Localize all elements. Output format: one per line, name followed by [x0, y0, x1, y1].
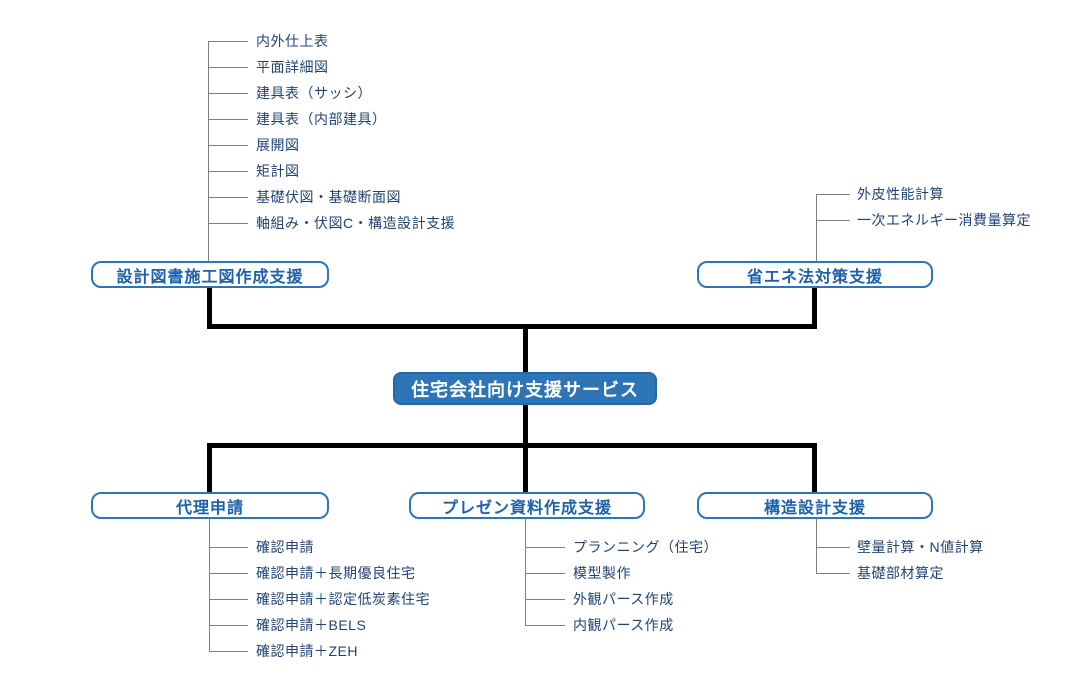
leaf-item: プランニング（住宅）	[573, 539, 718, 555]
leaf-item: 確認申請＋ZEH	[256, 643, 358, 659]
leaf-item: 模型製作	[573, 565, 631, 581]
bracket-line	[816, 194, 817, 261]
bracket-line	[208, 41, 209, 261]
bracket-line	[525, 519, 526, 626]
tick-line	[525, 599, 565, 600]
node-label: 省エネ法対策支援	[746, 268, 883, 286]
tick-line	[208, 223, 248, 224]
node-presentation-support: プレゼン資料作成支援	[409, 492, 645, 519]
connector-root-down	[523, 405, 528, 443]
bracket-line	[816, 519, 817, 574]
tick-line	[209, 599, 248, 600]
leaf-item: 展開図	[256, 137, 300, 153]
connector-top-right-drop	[812, 287, 817, 324]
connector-top-horizontal	[207, 324, 817, 329]
tick-line	[816, 194, 850, 195]
leaf-item: 確認申請＋認定低炭素住宅	[256, 591, 430, 607]
tick-line	[209, 573, 248, 574]
connector-bottom-middle-drop	[523, 448, 528, 492]
tick-line	[208, 119, 248, 120]
leaf-item: 建具表（内部建具）	[256, 111, 387, 127]
tick-line	[208, 197, 248, 198]
leaf-item: 確認申請	[256, 539, 314, 555]
node-label: 設計図書施工図作成支援	[116, 268, 304, 286]
tick-line	[208, 145, 248, 146]
root-label: 住宅会社向け支援サービス	[411, 379, 639, 400]
leaf-item: 内観パース作成	[573, 617, 674, 633]
connector-top-left-drop	[207, 287, 212, 324]
leaf-item: 平面詳細図	[256, 59, 329, 75]
leaf-item: 内外仕上表	[256, 33, 329, 49]
leaf-item: 矩計図	[256, 163, 300, 179]
leaf-item: 基礎伏図・基礎断面図	[256, 189, 401, 205]
node-label: 構造設計支援	[763, 499, 866, 517]
leaf-item: 外観パース作成	[573, 591, 674, 607]
leaf-item: 軸組み・伏図C・構造設計支援	[256, 215, 456, 231]
node-label: プレゼン資料作成支援	[441, 499, 612, 517]
node-proxy-application: 代理申請	[91, 492, 329, 519]
tick-line	[816, 547, 850, 548]
connector-bottom-right-drop	[812, 448, 817, 492]
node-structural-design-support: 構造設計支援	[697, 492, 933, 519]
node-root-service: 住宅会社向け支援サービス	[393, 372, 657, 405]
leaf-item: 確認申請＋長期優良住宅	[256, 565, 416, 581]
connector-bottom-left-drop	[207, 448, 212, 492]
tick-line	[208, 41, 248, 42]
tick-line	[525, 625, 565, 626]
leaf-item: 壁量計算・N値計算	[857, 539, 984, 555]
tick-line	[208, 93, 248, 94]
connector-bottom-horizontal	[207, 443, 817, 448]
tick-line	[209, 547, 248, 548]
leaf-item: 一次エネルギー消費量算定	[857, 212, 1031, 228]
tick-line	[209, 651, 248, 652]
tick-line	[209, 625, 248, 626]
node-design-drawings-support: 設計図書施工図作成支援	[91, 261, 329, 288]
tick-line	[816, 573, 850, 574]
tick-line	[208, 67, 248, 68]
leaf-item: 確認申請＋BELS	[256, 617, 367, 633]
tick-line	[525, 573, 565, 574]
node-label: 代理申請	[175, 499, 244, 517]
node-energy-law-support: 省エネ法対策支援	[697, 261, 933, 288]
connector-root-up	[523, 329, 528, 372]
tick-line	[816, 220, 850, 221]
tick-line	[208, 171, 248, 172]
tick-line	[525, 547, 565, 548]
leaf-item: 外皮性能計算	[857, 186, 944, 202]
bracket-line	[209, 519, 210, 652]
leaf-item: 基礎部材算定	[857, 565, 944, 581]
leaf-item: 建具表（サッシ）	[256, 85, 372, 101]
